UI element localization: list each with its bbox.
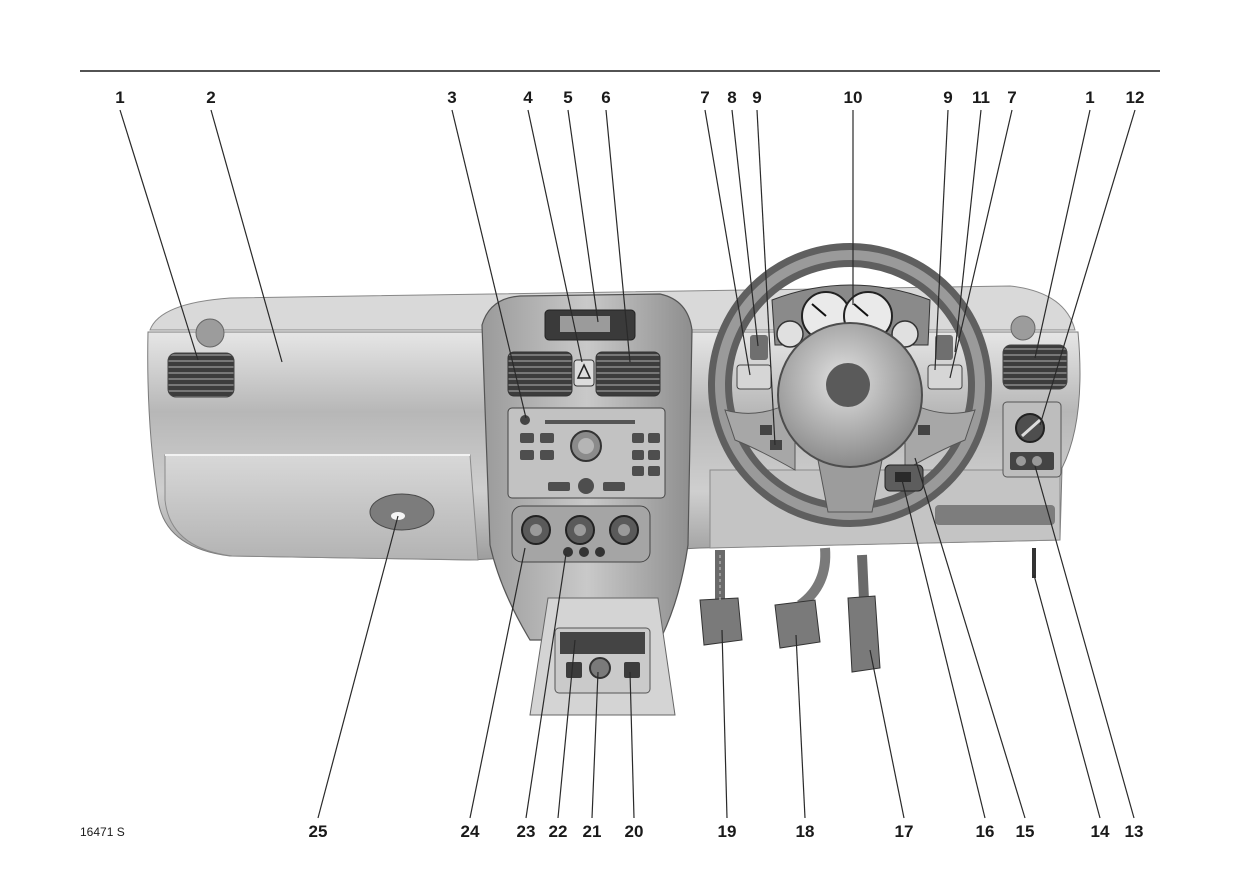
leader-22 — [557, 639, 576, 819]
callout-10: 10 — [844, 88, 863, 107]
right-side-vent — [1002, 315, 1068, 390]
callout-labels-top: 1 2 3 4 5 6 7 8 9 10 9 11 7 1 12 — [115, 88, 1144, 107]
callout-2: 2 — [206, 88, 215, 107]
storage-tray — [935, 505, 1055, 525]
callout-20: 20 — [625, 822, 644, 841]
leader-4 — [527, 109, 583, 363]
callout-24: 24 — [461, 822, 480, 841]
left-stalk — [736, 335, 772, 390]
leader-16 — [901, 479, 986, 819]
callout-16: 16 — [976, 822, 995, 841]
right-stalk — [927, 335, 963, 390]
leader-9-left — [756, 109, 776, 446]
callout-8: 8 — [727, 88, 736, 107]
leader-15 — [914, 457, 1026, 819]
leader-8 — [731, 109, 759, 347]
center-vent-right — [595, 351, 661, 397]
leader-7-right — [949, 109, 1013, 379]
callout-9-right: 9 — [943, 88, 952, 107]
ignition-switch — [884, 464, 924, 492]
leader-5 — [567, 109, 599, 323]
leader-lines — [119, 109, 1136, 819]
callout-9-left: 9 — [752, 88, 761, 107]
leader-24 — [469, 547, 526, 819]
left-side-vent — [167, 318, 235, 398]
center-vent-left — [507, 351, 573, 397]
leader-7-left — [704, 109, 751, 376]
callout-1-right: 1 — [1085, 88, 1094, 107]
callout-22: 22 — [549, 822, 568, 841]
callout-23: 23 — [517, 822, 536, 841]
glove-box-handle — [369, 493, 435, 531]
leader-17 — [869, 649, 905, 819]
callout-14: 14 — [1091, 822, 1110, 841]
right-switch-panel — [1002, 401, 1062, 478]
callout-1-left: 1 — [115, 88, 124, 107]
leader-25 — [317, 515, 399, 819]
callout-4: 4 — [523, 88, 533, 107]
center-console — [481, 293, 693, 716]
leader-11 — [954, 109, 982, 353]
leader-20 — [629, 671, 635, 819]
callout-18: 18 — [796, 822, 815, 841]
leader-13 — [1034, 465, 1135, 819]
leader-1-right — [1034, 109, 1091, 359]
callout-17: 17 — [895, 822, 914, 841]
callout-5: 5 — [563, 88, 572, 107]
leader-14 — [1033, 574, 1101, 819]
callout-3: 3 — [447, 88, 456, 107]
leader-23 — [525, 553, 567, 819]
figure-code: 16471 S — [80, 825, 125, 839]
callout-13: 13 — [1125, 822, 1144, 841]
steering-wheel — [708, 243, 992, 527]
callout-7-right: 7 — [1007, 88, 1016, 107]
leader-19 — [721, 629, 728, 819]
leader-2 — [210, 109, 283, 363]
callout-19: 19 — [718, 822, 737, 841]
callout-21: 21 — [583, 822, 602, 841]
leader-1-left — [119, 109, 199, 361]
pedals — [699, 547, 881, 673]
callout-6: 6 — [601, 88, 610, 107]
leader-3 — [451, 109, 527, 419]
leader-21 — [591, 671, 599, 819]
leader-18 — [795, 634, 806, 819]
leader-6 — [605, 109, 631, 363]
callout-11: 11 — [972, 88, 990, 107]
hazard-switch — [573, 359, 595, 387]
callout-7-left: 7 — [700, 88, 709, 107]
leader-9-right — [934, 109, 949, 371]
callout-25: 25 — [309, 822, 328, 841]
callout-labels-bottom: 25 24 23 22 21 20 19 18 17 16 15 14 13 — [309, 822, 1144, 841]
callout-12: 12 — [1126, 88, 1145, 107]
callout-15: 15 — [1016, 822, 1035, 841]
leader-12 — [1039, 109, 1136, 426]
